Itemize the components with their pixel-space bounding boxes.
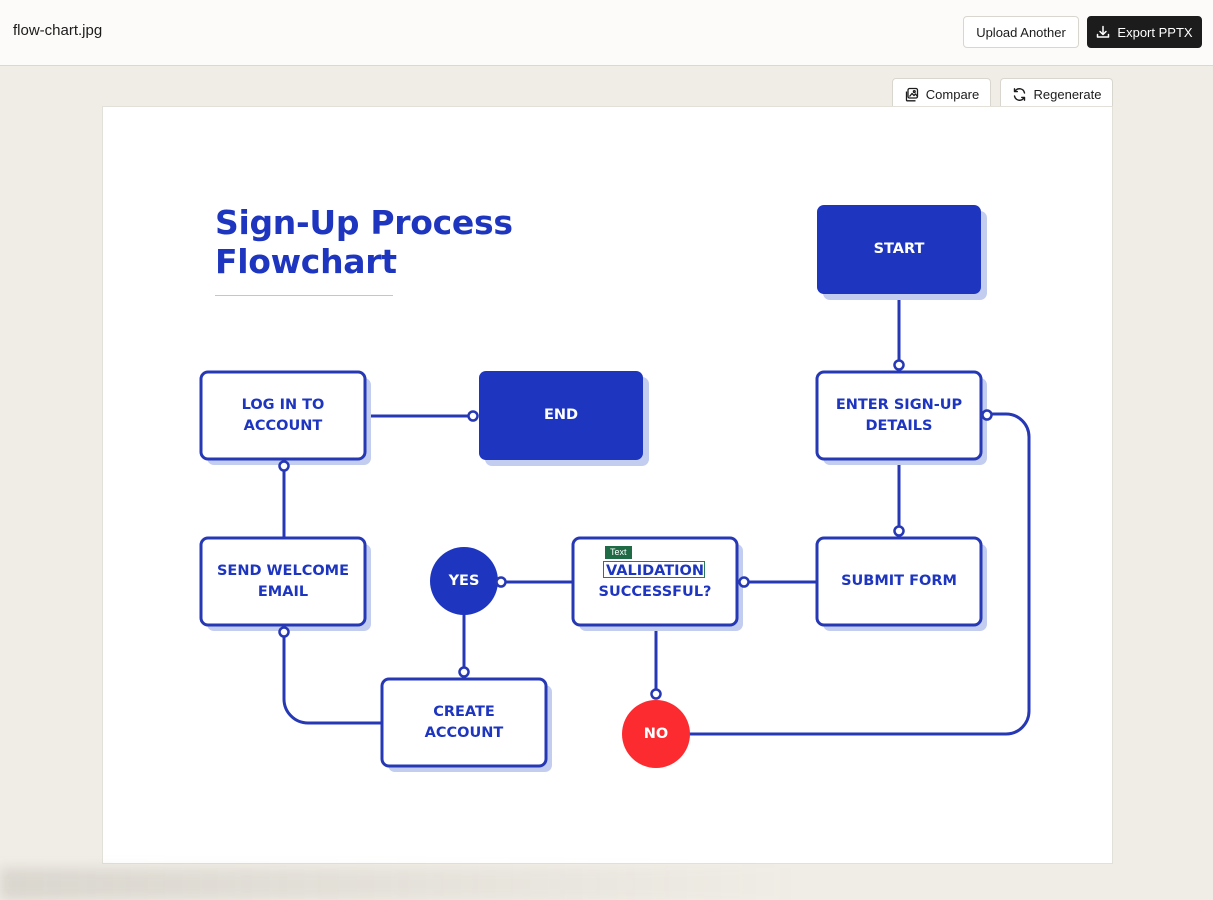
enter-details-label: ENTER SIGN-UP DETAILS — [835, 396, 963, 434]
top-bar: flow-chart.jpg Upload Another Export PPT… — [0, 0, 1213, 66]
text-selection-tag: Text — [605, 546, 632, 559]
connectors — [282, 297, 1031, 736]
regenerate-button[interactable]: Regenerate — [1000, 78, 1113, 110]
log-in-node — [199, 370, 367, 461]
download-icon — [1096, 25, 1110, 39]
file-name: flow-chart.jpg — [13, 22, 103, 39]
send-email-label: SEND WELCOME EMAIL — [216, 562, 349, 600]
no-label: NO — [643, 725, 669, 742]
create-account-label: CREATE ACCOUNT — [424, 703, 504, 741]
yes-label: YES — [448, 572, 480, 589]
send-email-node — [199, 536, 367, 627]
start-label: START — [873, 241, 925, 257]
compare-button[interactable]: Compare — [892, 78, 991, 110]
regenerate-icon — [1012, 87, 1027, 102]
compare-label: Compare — [925, 86, 980, 102]
title-underline — [215, 295, 393, 296]
bottom-shadow — [0, 868, 800, 900]
compare-icon — [904, 87, 919, 102]
export-pptx-button[interactable]: Export PPTX — [1087, 16, 1202, 48]
export-pptx-label: Export PPTX — [1117, 24, 1193, 40]
create-account-node — [380, 677, 548, 768]
upload-another-button[interactable]: Upload Another — [963, 16, 1079, 48]
upload-another-label: Upload Another — [976, 24, 1066, 40]
submit-form-label: SUBMIT FORM — [841, 573, 957, 589]
regenerate-label: Regenerate — [1033, 86, 1102, 102]
end-label: END — [543, 407, 579, 423]
validation-node — [571, 536, 739, 627]
yes-node — [430, 547, 498, 615]
flowchart-graphic — [199, 205, 1031, 772]
slide-canvas: Sign-Up Process Flowchart START ENTER SI… — [102, 106, 1113, 864]
connector-dots — [278, 359, 993, 700]
no-node — [622, 700, 690, 768]
validation-label[interactable]: VALIDATION SUCCESSFUL? — [598, 562, 712, 600]
title-line-2: Flowchart — [215, 242, 397, 281]
log-in-label: LOG IN TO ACCOUNT — [241, 396, 325, 434]
connector-create-send — [282, 635, 383, 725]
title-line-1: Sign-Up Process — [215, 203, 513, 242]
connector-no-enter — [688, 412, 1031, 736]
flowchart-title: Sign-Up Process Flowchart — [215, 203, 513, 281]
enter-details-node — [815, 370, 983, 461]
end-node — [479, 371, 643, 460]
start-node — [817, 205, 981, 294]
submit-form-node — [815, 536, 983, 627]
